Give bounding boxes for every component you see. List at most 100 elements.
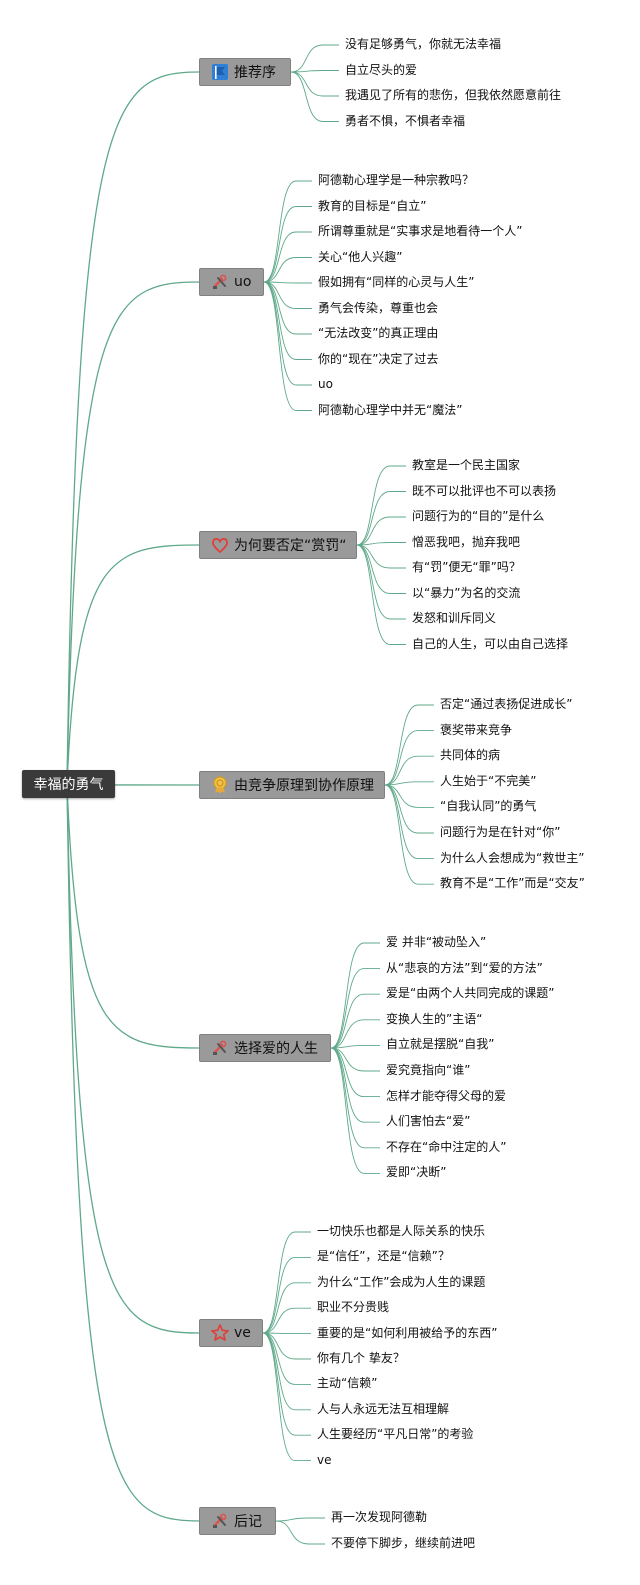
leaf-topic[interactable]: 所谓尊重就是“实事求是地看待一个人” [318, 223, 522, 239]
leaf-topic-label: 爱 并非“被动坠入” [386, 935, 487, 949]
leaf-topic-label: 没有足够勇气，你就无法幸福 [345, 37, 502, 51]
leaf-topic-label: 人生始于“不完美” [440, 773, 537, 788]
connector-line [263, 257, 312, 283]
leaf-topic[interactable]: 我遇见了所有的悲伤，但我依然愿意前往 [345, 87, 561, 103]
leaf-topic[interactable]: 一切快乐也都是人际关系的快乐 [317, 1223, 485, 1239]
leaf-topic-label: 有“罚”便无“罪”吗？ [412, 560, 521, 574]
leaf-topic[interactable]: 没有足够勇气，你就无法幸福 [345, 36, 501, 52]
leaf-topic[interactable]: 问题行为是在针对“你” [440, 824, 560, 840]
leaf-topic-label: 变换人生的”主语“ [386, 1011, 483, 1026]
leaf-topic[interactable]: 自立尽头的爱 [345, 62, 417, 78]
leaf-topic[interactable]: 教育不是“工作”而是“交友” [440, 875, 585, 891]
leaf-topic-label: 既不可以批评也不可以表扬 [412, 483, 557, 498]
leaf-topic[interactable]: 自立就是摆脱“自我” [386, 1036, 494, 1052]
leaf-topic[interactable]: 你的“现在”决定了过去 [318, 351, 438, 367]
leaf-topic-label: 自立尽头的爱 [345, 62, 418, 77]
leaf-topic-label: 勇者不惧，不惧者幸福 [345, 113, 466, 128]
leaf-topic[interactable]: 问题行为的“目的”是什么 [412, 508, 544, 524]
branch-topic[interactable]: ve [199, 1319, 263, 1347]
connector-line [263, 281, 312, 309]
leaf-topic-label: 重要的是“如何利用被给予的东西” [317, 1325, 498, 1340]
leaf-topic[interactable]: uo [318, 376, 333, 392]
leaf-topic[interactable]: 为什么“工作”会成为人生的课题 [317, 1274, 485, 1290]
leaf-topic[interactable]: 爱究竟指向“谁” [386, 1062, 470, 1078]
root-topic[interactable]: 幸福的勇气 [22, 770, 115, 798]
leaf-topic[interactable]: 以“暴力”为名的交流 [412, 585, 520, 601]
connector-line [330, 942, 380, 1049]
leaf-topic-label: uo [318, 377, 333, 391]
leaf-topic[interactable]: 人们害怕去“爱” [386, 1113, 470, 1129]
leaf-topic-label: 为什么“工作”会成为人生的课题 [317, 1274, 486, 1289]
leaf-topic[interactable]: 不存在“命中注定的人” [386, 1139, 506, 1155]
connector-line [262, 1332, 311, 1462]
leaf-topic[interactable]: 为什么人会想成为“救世主” [440, 850, 584, 866]
branch-topic[interactable]: 为何要否定“赏罚“ [199, 531, 357, 559]
leaf-topic[interactable]: 爱是“由两个人共同完成的课题” [386, 985, 554, 1001]
leaf-topic[interactable]: 教育的目标是“自立” [318, 198, 426, 214]
leaf-topic[interactable]: 勇气会传染，尊重也会 [318, 300, 438, 316]
leaf-topic-label: 爱是“由两个人共同完成的课题” [386, 986, 555, 1001]
connector-line [262, 1332, 311, 1411]
leaf-topic[interactable]: 发怒和训斥同义 [412, 610, 496, 626]
tools-icon [210, 1511, 230, 1531]
leaf-topic[interactable]: 自己的人生，可以由自己选择 [412, 636, 568, 652]
leaf-topic-label: 人们害怕去“爱” [386, 1114, 471, 1129]
leaf-topic[interactable]: 否定“通过表扬促进成长” [440, 696, 572, 712]
connector-line [290, 44, 339, 73]
leaf-topic-label: 以“暴力”为名的交流 [412, 585, 521, 600]
leaf-topic[interactable]: 有“罚”便无“罪”吗？ [412, 559, 521, 575]
connector-line [356, 465, 406, 546]
leaf-topic[interactable]: 是“信任”，还是“信赖”？ [317, 1248, 450, 1264]
leaf-topic[interactable]: 勇者不惧，不惧者幸福 [345, 113, 465, 129]
leaf-topic[interactable]: 爱即“决断” [386, 1164, 446, 1180]
leaf-topic[interactable]: 人生要经历“平凡日常”的考验 [317, 1426, 473, 1442]
medal-icon [210, 775, 230, 795]
leaf-topic[interactable]: 职业不分贵贱 [317, 1299, 389, 1315]
branch-topic[interactable]: 由竞争原理到协作原理 [199, 771, 385, 799]
leaf-topic[interactable]: 爱 并非“被动坠入” [386, 934, 486, 950]
leaf-topic[interactable]: 主动“信赖” [317, 1375, 377, 1391]
connector-line [384, 784, 434, 834]
connector-line [262, 1332, 311, 1385]
connector-line [66, 783, 200, 1334]
leaf-topic[interactable]: 阿德勒心理学是一种宗教吗？ [318, 172, 474, 188]
leaf-topic[interactable]: 重要的是“如何利用被给予的东西” [317, 1325, 497, 1341]
connector-line [275, 1520, 325, 1545]
connector-line [330, 1044, 380, 1049]
branch-topic[interactable]: 选择爱的人生 [199, 1034, 331, 1062]
branch-topic[interactable]: 后记 [199, 1507, 276, 1535]
leaf-topic-label: 勇气会传染，尊重也会 [318, 300, 439, 315]
branch-topic-label: 由竞争原理到协作原理 [234, 778, 374, 794]
leaf-topic[interactable]: 不要停下脚步，继续前进吧 [331, 1535, 475, 1551]
leaf-topic[interactable]: 再一次发现阿德勒 [331, 1509, 427, 1525]
leaf-topic[interactable]: 你有几个 挚友？ [317, 1350, 405, 1366]
connector-line [262, 1332, 311, 1335]
leaf-topic[interactable]: “无法改变”的真正理由 [318, 325, 438, 341]
leaf-topic[interactable]: 憎恶我吧，抛弃我吧 [412, 534, 520, 550]
leaf-topic[interactable]: 既不可以批评也不可以表扬 [412, 483, 556, 499]
leaf-topic[interactable]: ve [317, 1452, 331, 1468]
flag-icon [210, 62, 230, 82]
leaf-topic[interactable]: 人与人永远无法互相理解 [317, 1401, 449, 1417]
leaf-topic-label: 从“悲哀的方法”到“爱的方法” [386, 960, 543, 975]
leaf-topic[interactable]: 人生始于“不完美” [440, 773, 536, 789]
leaf-topic[interactable]: 褒奖带来竞争 [440, 722, 512, 738]
leaf-topic[interactable]: “自我认同”的勇气 [440, 798, 536, 814]
branch-topic-label: 选择爱的人生 [234, 1041, 318, 1057]
leaf-topic[interactable]: 关心“他人兴趣” [318, 249, 402, 265]
leaf-topic[interactable]: 教室是一个民主国家 [412, 457, 520, 473]
connector-line [356, 544, 406, 594]
branch-topic[interactable]: uo [199, 268, 264, 296]
leaf-topic[interactable]: 怎样才能夺得父母的爱 [386, 1088, 506, 1104]
leaf-topic[interactable]: 从“悲哀的方法”到“爱的方法” [386, 960, 543, 976]
branch-topic-label: ve [234, 1325, 251, 1341]
leaf-topic[interactable]: 假如拥有“同样的心灵与人生” [318, 274, 474, 290]
leaf-topic-label: 你的“现在”决定了过去 [318, 351, 439, 366]
leaf-topic[interactable]: 阿德勒心理学中并无“魔法” [318, 402, 462, 418]
connector-line [263, 281, 312, 284]
leaf-topic[interactable]: 共同体的病 [440, 747, 500, 763]
branch-topic[interactable]: 推荐序 [199, 58, 291, 86]
leaf-topic-label: 问题行为是在针对“你” [440, 825, 561, 839]
leaf-topic-label: 自立就是摆脱“自我” [386, 1037, 495, 1052]
leaf-topic[interactable]: 变换人生的”主语“ [386, 1011, 482, 1027]
